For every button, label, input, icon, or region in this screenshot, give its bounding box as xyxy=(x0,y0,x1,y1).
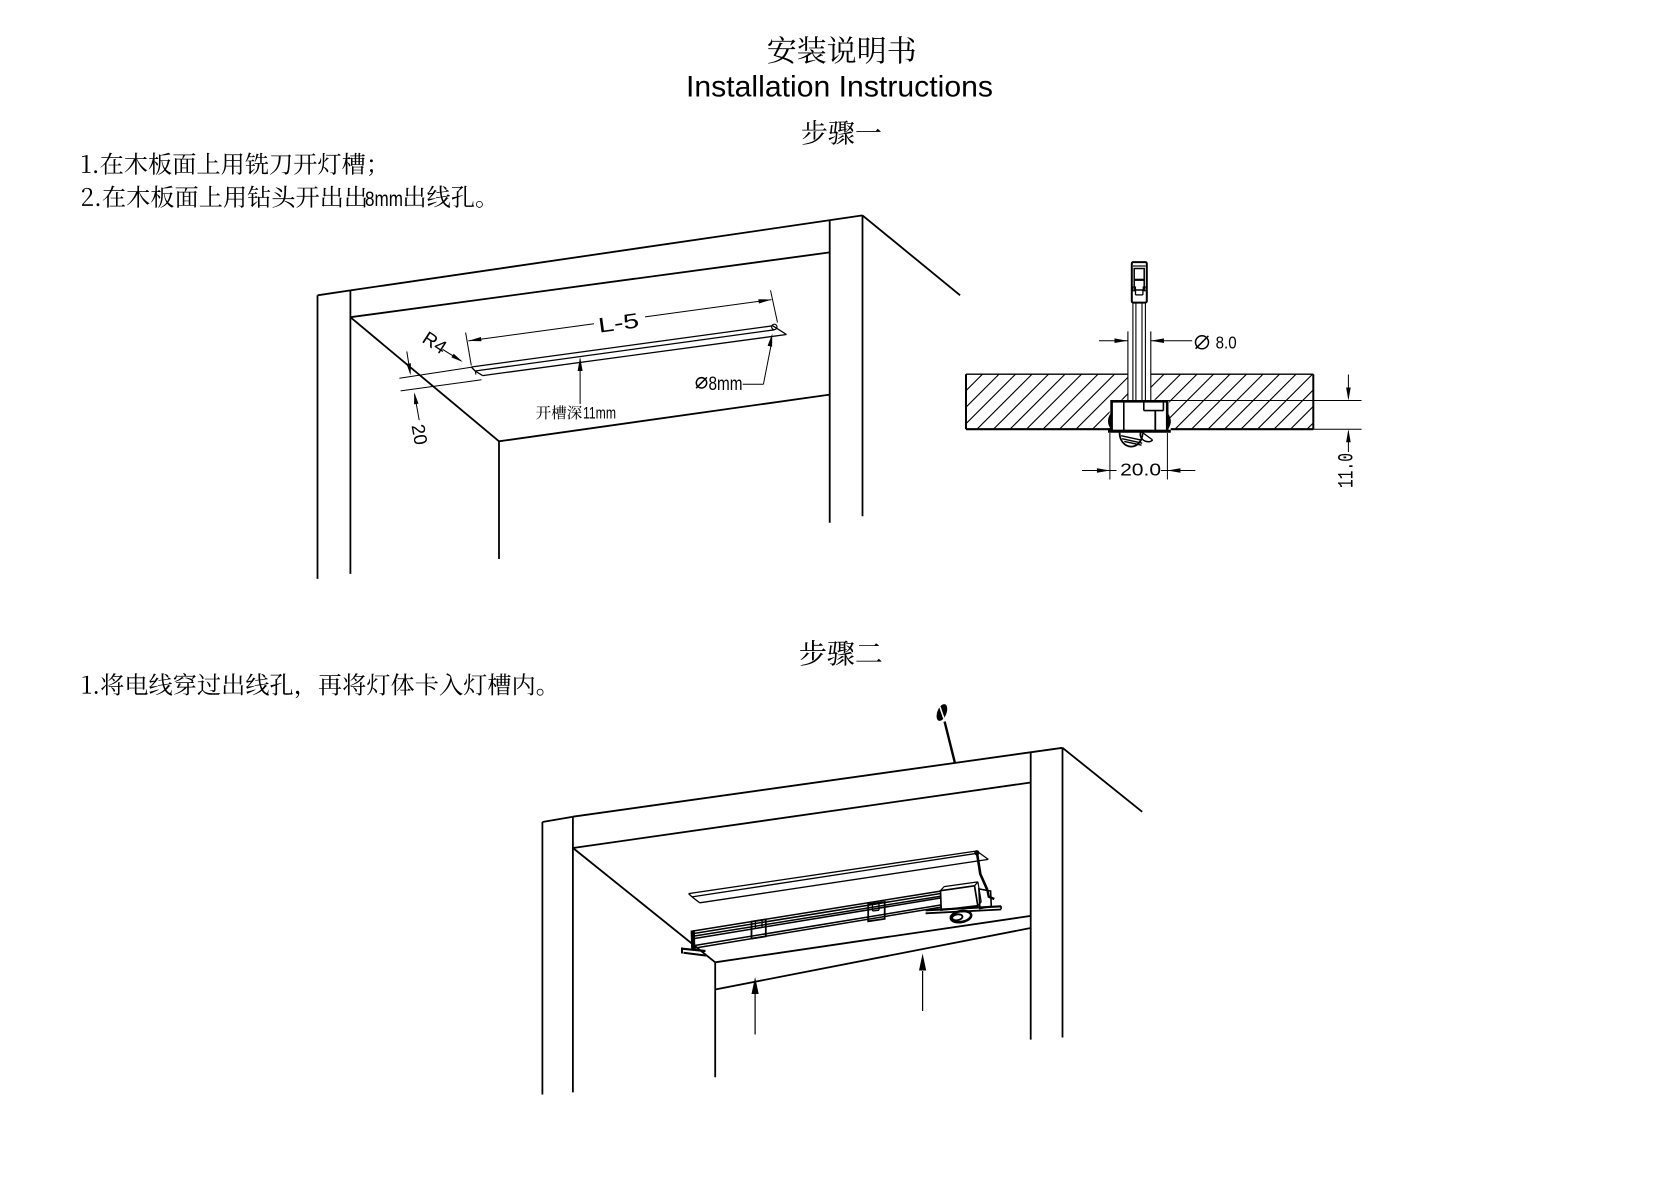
svg-text:8mm: 8mm xyxy=(709,373,743,395)
svg-text:8mm: 8mm xyxy=(365,188,403,211)
svg-text:20.0: 20.0 xyxy=(1120,460,1161,480)
svg-text:20: 20 xyxy=(408,423,432,447)
svg-text:11.0: 11.0 xyxy=(1335,453,1360,488)
svg-text:11mm: 11mm xyxy=(583,405,616,423)
svg-text:L-5: L-5 xyxy=(597,309,641,337)
svg-text:8.0: 8.0 xyxy=(1216,333,1237,353)
svg-text:Installation Instructions: Installation Instructions xyxy=(686,71,993,104)
